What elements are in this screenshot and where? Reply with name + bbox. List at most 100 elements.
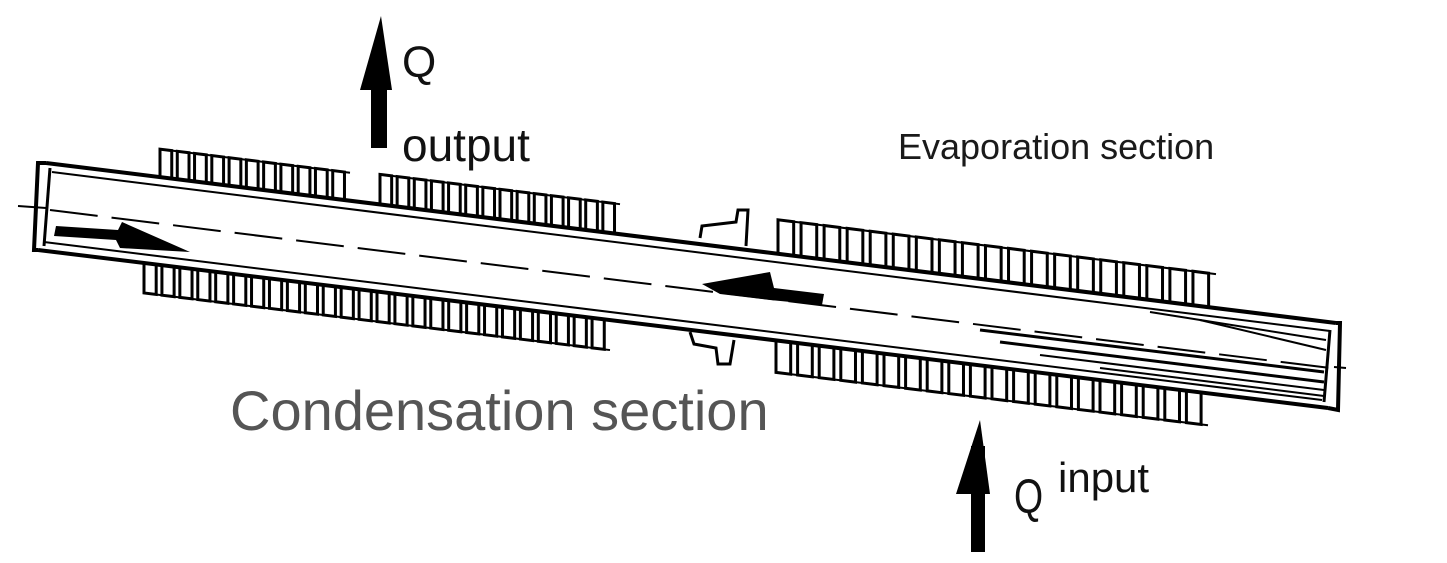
- fin: [1007, 246, 1026, 285]
- fin: [774, 340, 793, 376]
- fin: [279, 162, 295, 194]
- fin: [937, 238, 957, 276]
- fin: [357, 289, 373, 323]
- fin: [498, 187, 514, 221]
- fin: [891, 232, 911, 271]
- fin-edge: [143, 291, 611, 352]
- q-input-arrow: [956, 420, 990, 552]
- fin: [500, 306, 517, 341]
- fin: [549, 193, 565, 228]
- fin: [518, 309, 535, 343]
- fin: [1012, 369, 1030, 405]
- fin: [1055, 374, 1073, 411]
- liquid-return-arrow: [54, 222, 190, 252]
- fin: [960, 240, 980, 279]
- fin: [483, 304, 499, 338]
- fin: [393, 293, 409, 327]
- fin: [1191, 269, 1211, 308]
- fin: [429, 298, 445, 332]
- fin: [536, 311, 552, 345]
- vapor-flow-arrow: [702, 272, 824, 305]
- heat-pipe-fins: [142, 147, 1217, 427]
- fin: [532, 191, 548, 226]
- fin: [796, 343, 814, 379]
- fin: [339, 287, 355, 321]
- fin: [193, 151, 208, 183]
- fin: [1053, 252, 1072, 291]
- fin: [776, 218, 796, 256]
- fin: [429, 179, 445, 213]
- fin-edge: [775, 371, 1209, 427]
- fin: [175, 149, 191, 181]
- fin: [860, 350, 879, 387]
- fin: [1120, 382, 1138, 419]
- fin: [447, 181, 462, 215]
- q-output-symbol: Q: [402, 38, 437, 87]
- fin: [567, 196, 582, 230]
- fin: [214, 271, 230, 305]
- q-input-label: input: [1058, 454, 1150, 501]
- fin: [968, 364, 987, 400]
- fin: [227, 156, 243, 188]
- fin: [303, 282, 319, 316]
- fin: [822, 223, 842, 262]
- fin: [465, 302, 481, 336]
- fin: [411, 295, 427, 330]
- fin: [845, 226, 865, 265]
- fin: [1141, 385, 1160, 421]
- fin: [481, 185, 497, 219]
- fin: [799, 220, 819, 259]
- fin: [267, 278, 284, 312]
- fin: [313, 166, 329, 198]
- fin: [285, 280, 302, 314]
- fin: [395, 174, 411, 208]
- fin: [914, 235, 934, 273]
- fin: [590, 317, 606, 352]
- fin: [1099, 258, 1118, 296]
- q-output-arrow: [360, 16, 392, 148]
- fin: [158, 147, 174, 179]
- fin: [296, 164, 312, 196]
- fin: [882, 353, 901, 390]
- fin: [210, 153, 226, 186]
- fin: [1145, 263, 1165, 302]
- fin: [1030, 249, 1049, 288]
- fin: [244, 158, 260, 190]
- fin: [947, 361, 965, 398]
- fin: [904, 356, 922, 392]
- q-output-label: output: [402, 119, 530, 171]
- evaporation-section-label: Evaporation section: [898, 126, 1215, 167]
- fin: [232, 273, 248, 308]
- fin: [1122, 260, 1141, 299]
- fin: [983, 243, 1003, 282]
- fin: [1163, 388, 1181, 424]
- fin: [447, 300, 463, 334]
- fin: [378, 172, 394, 206]
- fin: [1168, 266, 1188, 305]
- fin: [1076, 377, 1095, 413]
- fin: [262, 160, 277, 192]
- fin: [1076, 255, 1095, 293]
- fin: [1184, 390, 1203, 427]
- fin-edge: [159, 148, 351, 174]
- condensation-section-label: Condensation section: [230, 379, 769, 442]
- fin: [868, 229, 888, 268]
- fin: [839, 348, 857, 384]
- fin: [554, 313, 570, 347]
- fin: [331, 168, 346, 201]
- fin: [601, 200, 617, 234]
- fin: [375, 291, 391, 325]
- fin: [515, 189, 531, 223]
- fin: [990, 366, 1009, 403]
- fin: [142, 262, 158, 297]
- fin: [160, 265, 176, 299]
- fin: [196, 269, 212, 303]
- fin: [572, 315, 588, 349]
- fin: [584, 198, 599, 232]
- fin-edge: [777, 218, 1217, 276]
- fin: [321, 284, 337, 319]
- fin: [817, 345, 836, 382]
- fin: [925, 358, 944, 395]
- q-input-symbol: Q: [1014, 471, 1044, 524]
- fin: [412, 176, 428, 211]
